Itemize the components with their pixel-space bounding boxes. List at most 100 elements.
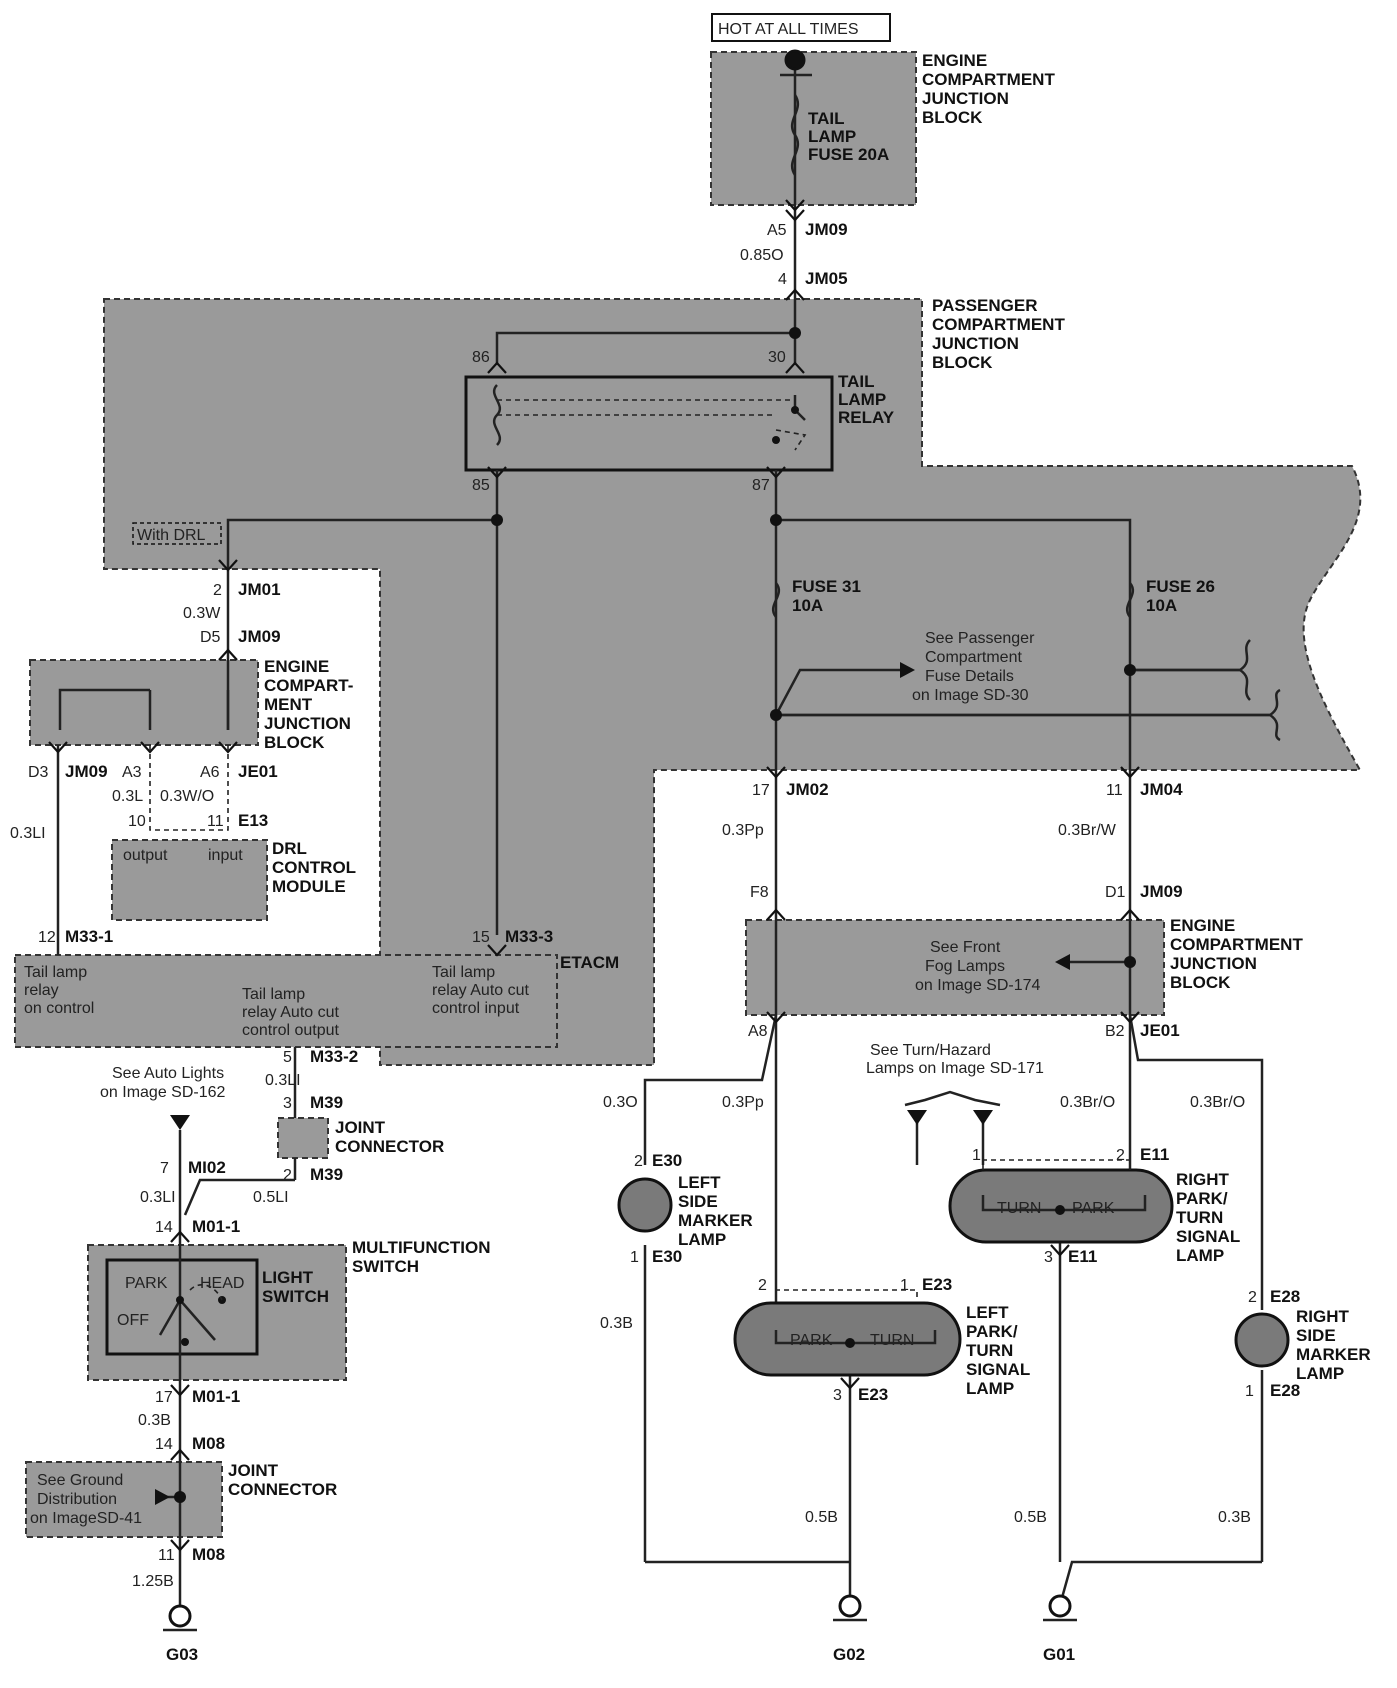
pin-e28-b: E28 — [1270, 1381, 1300, 1400]
pin-e28-a: E28 — [1270, 1287, 1300, 1306]
drl-input: input — [208, 847, 243, 864]
pin-jm05: JM05 — [805, 269, 848, 288]
connector-chevrons — [48, 199, 1140, 1552]
lsm-3: MARKER — [678, 1211, 753, 1230]
llamp-turn: TURN — [870, 1332, 914, 1349]
pass-note-4: on Image SD-30 — [912, 687, 1029, 704]
pin-mi02: MI02 — [188, 1158, 226, 1177]
rsm-1: RIGHT — [1296, 1307, 1350, 1326]
ejb-left-3: MENT — [264, 695, 313, 714]
pin-5: 5 — [283, 1049, 292, 1066]
drl-output: output — [123, 847, 168, 864]
joint-connector-1-block — [277, 1117, 329, 1159]
passenger-jb-block — [103, 298, 1362, 1066]
relay-87: 87 — [752, 477, 770, 494]
pin-a5: A5 — [767, 222, 787, 239]
pin-m39-a: M39 — [310, 1093, 343, 1112]
pin-b2: B2 — [1105, 1023, 1125, 1040]
pin-4: 4 — [778, 271, 787, 288]
pin-jm04: JM04 — [1140, 780, 1183, 799]
rsm-3: MARKER — [1296, 1345, 1371, 1364]
ejb-right-2: COMPARTMENT — [1170, 935, 1303, 954]
pin-a8: A8 — [748, 1023, 768, 1040]
right-side-marker-lamp — [1234, 1312, 1290, 1368]
engine-jb-left-block — [29, 659, 259, 746]
auto-note-2: on Image SD-162 — [100, 1084, 226, 1101]
wire-03wo: 0.3W/O — [160, 788, 214, 805]
wire-03li-b: 0.3LI — [265, 1072, 301, 1089]
hot-label: HOT AT ALL TIMES — [718, 21, 859, 38]
rpt-2: PARK/ — [1176, 1189, 1228, 1208]
pin-3b: 3 — [1044, 1249, 1053, 1266]
pin-jm02: JM02 — [786, 780, 829, 799]
switch-off: OFF — [117, 1312, 149, 1329]
labels: HOT AT ALL TIMES ENGINE COMPARTMENT JUNC… — [10, 21, 1371, 1664]
pin-e11-a: E11 — [1140, 1145, 1169, 1164]
pin-2-jm01: 2 — [213, 582, 222, 599]
engine-jb-right-block — [745, 919, 1165, 1016]
relay-86: 86 — [472, 349, 490, 366]
ground-g01 — [1043, 1594, 1077, 1622]
wire-03w: 0.3W — [183, 605, 221, 622]
relay-label-3: RELAY — [838, 408, 895, 427]
wire-125b: 1.25B — [132, 1573, 174, 1590]
ejb-top-4: BLOCK — [922, 108, 983, 127]
ground-note-3: on ImageSD-41 — [30, 1510, 142, 1527]
rlamp-park: PARK — [1072, 1200, 1115, 1217]
pin-m33-2: M33-2 — [310, 1047, 358, 1066]
light-switch-box — [105, 1258, 259, 1356]
lpt-1: LEFT — [966, 1303, 1009, 1322]
rsm-2: SIDE — [1296, 1326, 1336, 1345]
pin-11: 11 — [207, 813, 224, 830]
lsm-1: LEFT — [678, 1173, 721, 1192]
wire-03b-b: 0.3B — [600, 1315, 633, 1332]
multifunction-switch-block — [87, 1244, 347, 1381]
fuse26-2: 10A — [1146, 596, 1177, 615]
turn-arrow-right — [973, 1110, 993, 1125]
ejb-left-2: COMPART- — [264, 676, 353, 695]
turn-note-2: Lamps on Image SD-171 — [866, 1060, 1044, 1077]
pin-e23-b: E23 — [858, 1385, 888, 1404]
etacm-right-3: control input — [432, 1000, 520, 1017]
turn-arrow-left — [907, 1110, 927, 1125]
pin-jm01: JM01 — [238, 580, 281, 599]
fuse-label-2: LAMP — [808, 127, 856, 146]
lpt-4: SIGNAL — [966, 1360, 1030, 1379]
rsm-4: LAMP — [1296, 1364, 1344, 1383]
llamp-park: PARK — [790, 1332, 833, 1349]
ejb-right-4: BLOCK — [1170, 973, 1231, 992]
relay-30: 30 — [768, 349, 786, 366]
switch-park: PARK — [125, 1275, 168, 1292]
ejb-top-2: COMPARTMENT — [922, 70, 1055, 89]
pin-je01-b: JE01 — [1140, 1021, 1180, 1040]
pin-m08-b: M08 — [192, 1545, 225, 1564]
fog-note-3: on Image SD-174 — [915, 977, 1041, 994]
fog-note-2: Fog Lamps — [925, 958, 1005, 975]
pin-1d: 1 — [1245, 1383, 1254, 1400]
pin-14b: 14 — [155, 1436, 173, 1453]
wire-03li-c: 0.3LI — [140, 1189, 176, 1206]
etacm-right-2: relay Auto cut — [432, 982, 530, 999]
ground-note-2: Distribution — [37, 1491, 117, 1508]
rpt-5: LAMP — [1176, 1246, 1224, 1265]
pin-2d: 2 — [1116, 1147, 1125, 1164]
drl-3: MODULE — [272, 877, 346, 896]
pin-15: 15 — [472, 929, 490, 946]
tail-relay-box — [464, 375, 834, 472]
lsm-2: SIDE — [678, 1192, 718, 1211]
rpt-4: SIGNAL — [1176, 1227, 1240, 1246]
wire-03bro-b: 0.3Br/O — [1190, 1094, 1245, 1111]
pin-m33-3: M33-3 — [505, 927, 553, 946]
pin-7: 7 — [160, 1160, 169, 1177]
drl-module-block — [111, 839, 268, 921]
pin-e11-b: E11 — [1068, 1247, 1097, 1266]
wire-05li: 0.5LI — [253, 1189, 289, 1206]
wires — [56, 60, 1281, 1615]
etacm-mid-2: relay Auto cut — [242, 1004, 340, 1021]
fog-note-1: See Front — [930, 939, 1001, 956]
etacm-right-1: Tail lamp — [432, 964, 495, 981]
pjb-4: BLOCK — [932, 353, 993, 372]
drl-2: CONTROL — [272, 858, 356, 877]
jc2-1: JOINT — [228, 1461, 279, 1480]
